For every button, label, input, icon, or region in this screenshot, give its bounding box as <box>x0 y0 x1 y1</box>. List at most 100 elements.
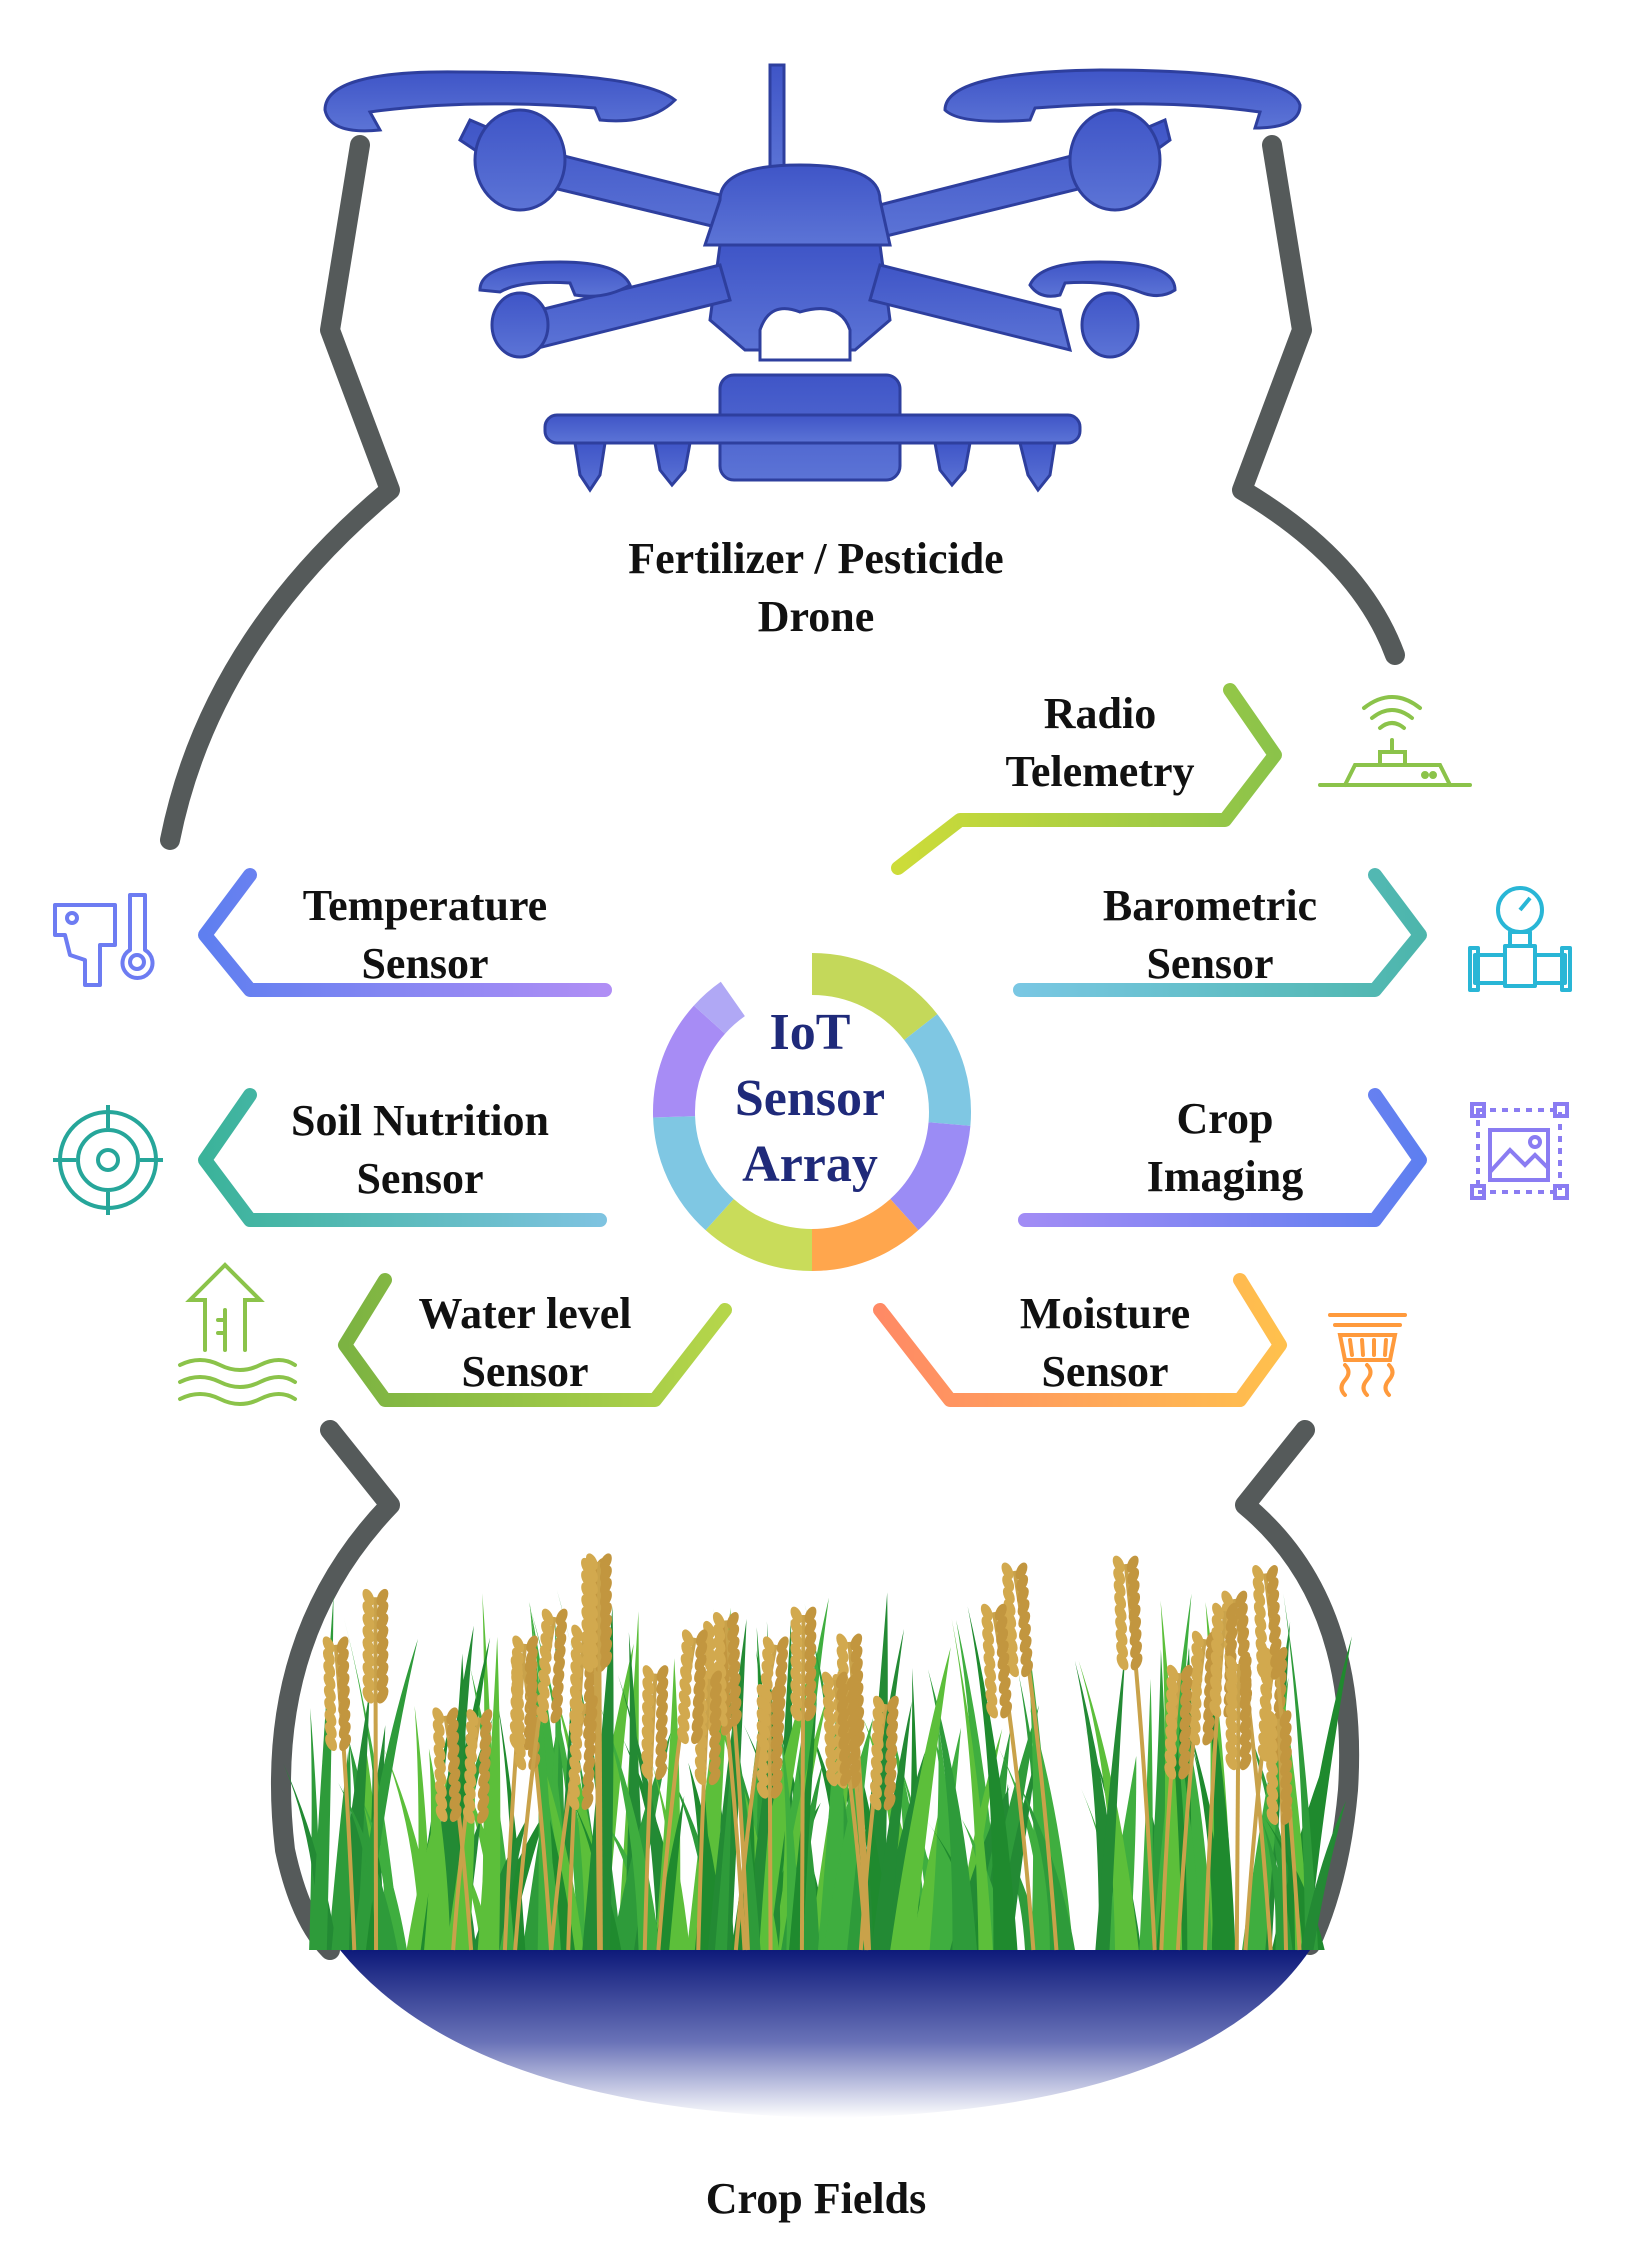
soil-nutrition-sensor-label-line1: Soil Nutrition <box>291 1096 549 1145</box>
connector-temperature <box>198 868 612 997</box>
wheat-stalk <box>858 1695 899 1951</box>
connector-water-level <box>338 1273 732 1407</box>
barometric-sensor-label: Barometric Sensor <box>1060 877 1360 993</box>
grass-blade <box>929 1720 956 1950</box>
humidity-sensor-icon <box>1328 1313 1407 1397</box>
grass-blade <box>1300 1800 1347 1950</box>
grass-blade <box>424 1748 451 1950</box>
connector-barometric <box>1013 868 1427 997</box>
drone-label-line2: Drone <box>757 592 875 641</box>
wheat-stalk <box>362 1588 389 1951</box>
grass-blade <box>871 1701 912 1950</box>
grass-blade <box>714 1757 732 1950</box>
wheat-stalk <box>451 1709 493 1951</box>
grass-blade <box>515 1708 575 1950</box>
thermometer-icon <box>53 893 155 987</box>
ring-segment <box>811 953 938 1041</box>
wheat-stalk <box>790 1606 817 1951</box>
grass-blade <box>1095 1650 1126 1950</box>
wheat-stalk <box>1225 1655 1252 1951</box>
radio-telemetry-icon <box>1318 695 1472 787</box>
ring-segment <box>653 1115 735 1231</box>
sensor-ring <box>653 953 971 1271</box>
water-level-icon <box>178 1262 297 1406</box>
ring-segment <box>811 1198 919 1271</box>
radio-telemetry-label-line2: Telemetry <box>1005 747 1195 796</box>
grass-blade <box>837 1689 892 1950</box>
wheat-stalk <box>1159 1664 1193 1951</box>
target-sensor-icon <box>53 1105 163 1215</box>
wheat-stalk <box>694 1670 722 1951</box>
moisture-sensor-label-line1: Moisture <box>1019 1289 1191 1338</box>
grass-blade <box>477 1636 501 1950</box>
radio-telemetry-label-line1: Radio <box>1043 689 1157 738</box>
crop-imaging-label: Crop Imaging <box>1100 1090 1350 1206</box>
drone-icon <box>323 63 1302 493</box>
outline-upper <box>160 135 1405 850</box>
wheat-stalks <box>322 1553 1302 1951</box>
soil-nutrition-sensor-label-line2: Sensor <box>356 1154 484 1203</box>
grass-blade <box>1018 1783 1076 1950</box>
connector-soil-nutrition <box>198 1088 607 1227</box>
barometric-sensor-label-line1: Barometric <box>1102 881 1318 930</box>
crop-imaging-label-line2: Imaging <box>1146 1152 1304 1201</box>
wheat-stalk <box>712 1611 750 1951</box>
outline-lower <box>270 1420 1360 1960</box>
wheat-stalk <box>1001 1562 1059 1951</box>
wheat-stalk <box>641 1665 669 1951</box>
moisture-sensor-label-line2: Sensor <box>1041 1347 1169 1396</box>
wheat-stalk <box>1265 1710 1293 1951</box>
drone-label: Fertilizer / Pesticide Drone <box>516 530 1116 646</box>
temperature-sensor-label-line1: Temperature <box>302 881 548 930</box>
wheat-stalk <box>821 1671 869 1951</box>
pressure-gauge-icon <box>1468 886 1572 992</box>
connector-moisture <box>873 1273 1287 1407</box>
center-label: IoT Sensor Array <box>700 1000 920 1198</box>
ring-segment <box>889 1121 971 1231</box>
grass-blade <box>527 1600 596 1950</box>
crop-imaging-label-line1: Crop <box>1176 1094 1274 1143</box>
grass-blade <box>928 1669 978 1950</box>
barometric-sensor-label-line2: Sensor <box>1146 939 1274 988</box>
wheat-stalk <box>1202 1602 1238 1951</box>
grass-blade <box>328 1748 349 1950</box>
ring-segment <box>903 1014 971 1126</box>
wheat-stalk <box>585 1553 613 1951</box>
grass-blade <box>355 1786 407 1950</box>
ring-segment <box>653 1005 726 1118</box>
grass-blade <box>967 1606 1018 1950</box>
center-label-line1: IoT <box>769 1004 851 1061</box>
moisture-sensor-label: Moisture Sensor <box>980 1285 1230 1401</box>
wheat-stalk <box>1112 1555 1157 1951</box>
wheat-stalk <box>980 1603 1036 1951</box>
grass-blade <box>1283 1593 1319 1950</box>
grass-blade <box>610 1731 672 1950</box>
wheat-stalk <box>432 1707 474 1951</box>
crop-field <box>283 1553 1352 2118</box>
ring-segment <box>705 1198 813 1271</box>
soil-band <box>340 1950 1310 2118</box>
water-level-sensor-label-line2: Sensor <box>461 1347 589 1396</box>
connector-crop-imaging <box>1018 1088 1427 1227</box>
image-frame-icon <box>1470 1102 1569 1200</box>
temperature-sensor-label: Temperature Sensor <box>265 877 585 993</box>
soil-nutrition-sensor-label: Soil Nutrition Sensor <box>255 1092 585 1208</box>
center-label-line2: Sensor <box>734 1070 886 1127</box>
wheat-stalk <box>549 1695 598 1951</box>
drone-label-line1: Fertilizer / Pesticide <box>628 534 1004 583</box>
center-label-line3: Array <box>742 1136 878 1193</box>
crop-fields-label: Crop Fields <box>705 2174 927 2223</box>
wheat-stalk <box>656 1629 708 1951</box>
wheat-stalk <box>733 1636 789 1951</box>
grass-blade <box>338 1782 398 1950</box>
wheat-stalk <box>513 1608 568 1951</box>
ring-segment <box>693 981 746 1035</box>
grass-blade <box>951 1618 993 1950</box>
wheat-stalk <box>322 1636 357 1951</box>
grass-blade <box>890 1647 951 1950</box>
connector-radio <box>891 683 1282 875</box>
grass-blade <box>436 1811 494 1950</box>
water-level-sensor-label-line1: Water level <box>418 1289 632 1338</box>
